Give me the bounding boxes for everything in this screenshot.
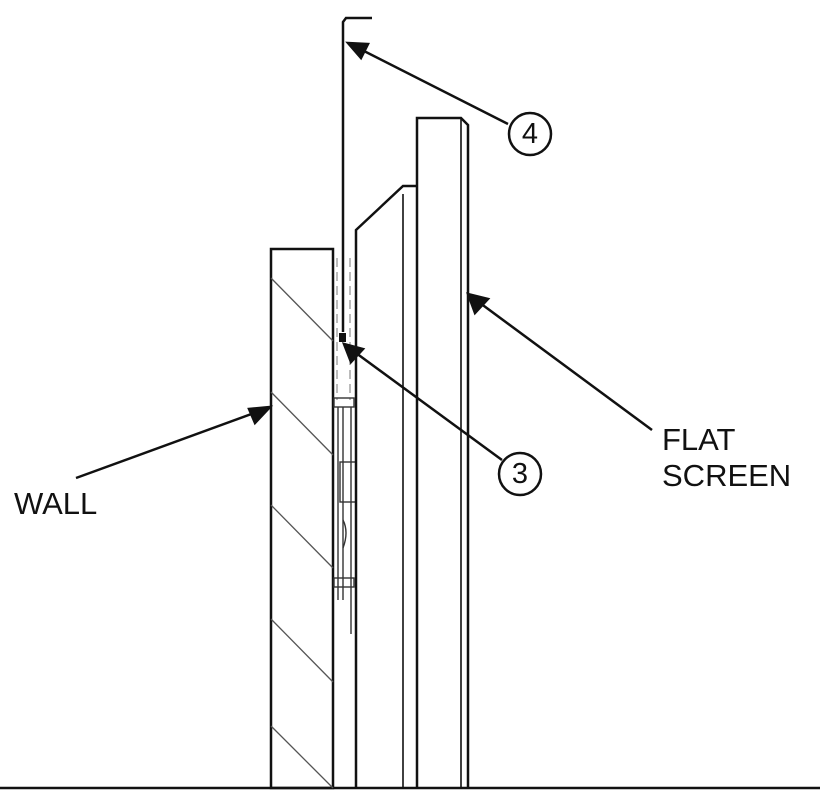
hanger-rod [336,16,372,400]
wall-outline [269,247,335,790]
fastener [339,333,346,342]
wall-hatch [270,277,334,789]
item-4-arrowhead [345,41,370,61]
screen-back-housing [354,184,417,788]
flat-screen-label-line1: FLAT [662,422,736,457]
mounting-bracket [333,397,357,634]
leader-lines [75,41,653,480]
callout-3-number: 3 [511,458,529,490]
callout-4-number: 4 [521,118,539,150]
wall-label: WALL [14,486,98,521]
callout-3-circle [497,451,543,497]
flat-screen [354,116,470,788]
wall-section [269,247,335,790]
wall-arrowhead [247,405,274,426]
item-3-arrowhead [341,342,366,365]
callout-4-circle [507,111,553,157]
flat-screen-label-line2: SCREEN [662,458,792,493]
flat-screen-arrowhead [466,292,491,316]
